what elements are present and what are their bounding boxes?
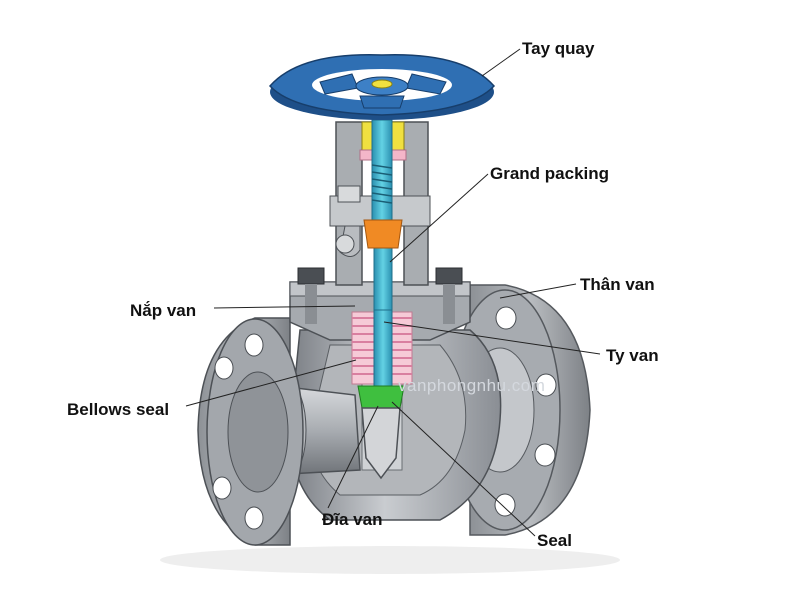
flange-bolt-hole — [495, 306, 517, 330]
handwheel — [268, 54, 496, 120]
flange-bolt-hole — [535, 373, 557, 397]
bonnet-nut — [297, 267, 325, 285]
leader-bellows — [185, 359, 357, 407]
bonnet-nut — [435, 267, 463, 285]
leader-seal — [391, 401, 536, 537]
gland-packing — [363, 219, 403, 249]
flange-bolt-hole — [494, 493, 516, 517]
leader-handwheel — [481, 48, 521, 77]
ground-shadow — [160, 546, 620, 574]
flange-bolt-hole — [534, 443, 556, 467]
watermark: vanphongnhu.com — [398, 376, 546, 395]
leader-body — [499, 283, 577, 299]
flange-bolt-hole — [244, 506, 264, 530]
label-body: Thân van — [580, 275, 655, 294]
label-bellows-seal: Bellows seal — [67, 400, 170, 419]
flange-bolt-hole — [214, 356, 234, 380]
leader-lines — [185, 48, 601, 537]
leader-bonnet — [213, 305, 356, 309]
valve-disc — [361, 407, 401, 480]
leader-disc — [327, 405, 379, 509]
flange-bolt-hole — [212, 476, 232, 500]
hub-nut — [371, 79, 393, 89]
gland-eye — [335, 234, 355, 254]
label-gland-packing: Grand packing — [490, 164, 610, 183]
leader-gland-packing — [389, 173, 489, 263]
flange-bolt-hole — [244, 333, 264, 357]
leader-stem — [383, 321, 601, 355]
bellows — [351, 309, 413, 387]
label-seal: Seal — [537, 531, 572, 550]
label-handwheel: Tay quay — [522, 39, 595, 58]
label-disc: Đĩa van — [322, 510, 383, 529]
gland-bolt-head — [337, 185, 361, 203]
label-stem: Ty van — [606, 346, 659, 365]
left-flange — [197, 317, 304, 546]
label-bonnet: Nắp van — [130, 301, 197, 320]
